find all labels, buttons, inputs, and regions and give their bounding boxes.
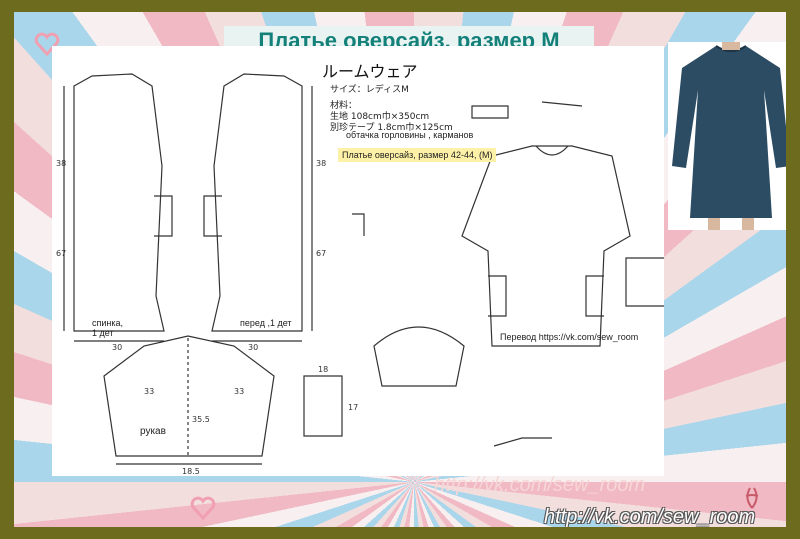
watermark-main: http://vk.com/sew_room	[544, 506, 756, 527]
svg-text:67: 67	[316, 249, 326, 258]
dress-illustration	[672, 42, 786, 230]
svg-text:30: 30	[248, 343, 258, 352]
materials-line: 別珍テープ 1.8cm巾×125cm	[330, 123, 453, 133]
back-piece-count: 1 дет	[92, 328, 114, 338]
svg-text:67: 67	[56, 249, 66, 258]
materials-line: 生地 108cm巾×350cm	[330, 112, 430, 122]
ornament-icon	[745, 487, 759, 509]
back-piece-label: спинка,	[92, 318, 124, 328]
pattern-drawing: 38 38 67 67 30 30 33 33 35.5 18.5 18 17	[56, 73, 664, 476]
striped-background: Платье оверсайз, размер М	[14, 12, 786, 527]
heart-icon	[34, 32, 60, 56]
svg-text:18: 18	[318, 365, 328, 374]
svg-text:33: 33	[234, 387, 244, 396]
front-piece-label: перед ,1 дет	[240, 318, 292, 328]
svg-text:18.5: 18.5	[182, 467, 200, 476]
svg-text:38: 38	[316, 159, 326, 168]
svg-text:38: 38	[56, 159, 66, 168]
jp-pattern-title: ルームウェア	[322, 62, 418, 81]
dress-photo	[668, 42, 786, 230]
watermark-faint: http://vk.com/sew_room	[434, 474, 646, 496]
heart-icon	[190, 496, 216, 520]
svg-text:35.5: 35.5	[192, 415, 210, 424]
svg-text:33: 33	[144, 387, 154, 396]
russian-size-label: Платье оверсайз, размер 42-44, (M)	[338, 148, 497, 162]
materials-line: 材料：	[330, 101, 358, 111]
svg-text:30: 30	[112, 343, 122, 352]
sleeve-piece-label: рукав	[140, 426, 166, 437]
translation-credit: Перевод https://vk.com/sew_room	[500, 332, 639, 342]
size-label: サイズ：レディスM	[330, 85, 409, 95]
materials-line: обтачка горловины , карманов	[346, 130, 474, 140]
svg-text:17: 17	[348, 403, 358, 412]
pattern-sheet: 38 38 67 67 30 30 33 33 35.5 18.5 18 17 …	[52, 46, 664, 476]
